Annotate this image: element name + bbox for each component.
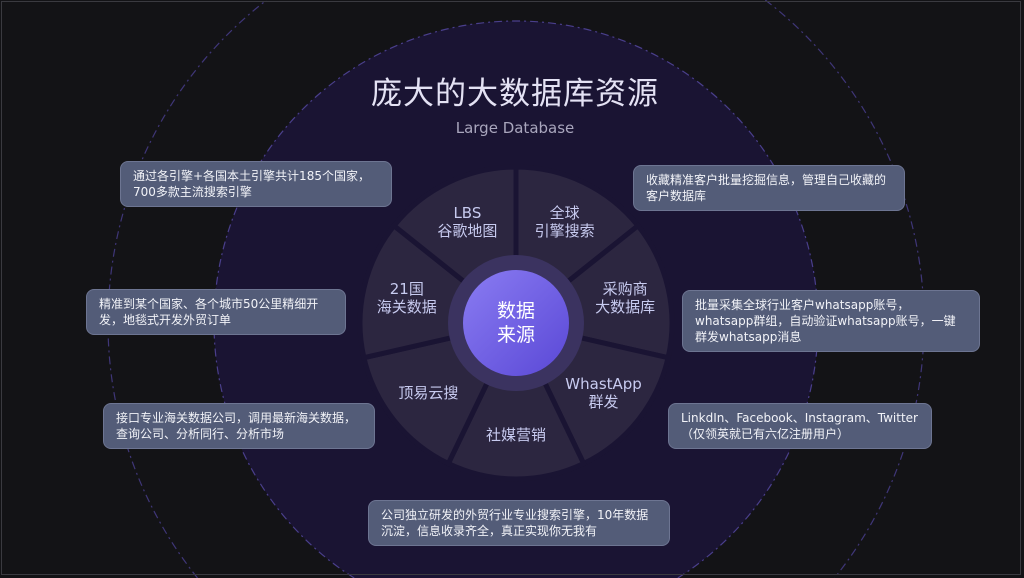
desc-global-search: 通过各引擎+各国本土引擎共计185个国家，700多款主流搜索引擎: [120, 161, 392, 207]
desc-whatsapp: 批量采集全球行业客户whatsapp账号，whatsapp群组，自动验证what…: [682, 290, 980, 352]
center-line2: 来源: [496, 324, 535, 346]
center-line1: 数据: [496, 300, 535, 322]
desc-social: LinkdIn、Facebook、Instagram、Twitter（仅领英就已…: [668, 403, 932, 449]
segment-label-line1: 顶易云搜: [398, 383, 459, 402]
segment-label-line2: 引擎搜索: [534, 222, 595, 241]
page-subtitle: Large Database: [455, 119, 575, 137]
segment-label: 全球引擎搜索: [515, 204, 615, 240]
segment-label-line1: 社媒营销: [485, 426, 546, 444]
desc-buyer-db: 收藏精准客户批量挖掘信息，管理自己收藏的客户数据库: [633, 165, 905, 211]
segment-label-line1: WhastApp: [565, 374, 642, 393]
segment-label: 顶易云搜: [378, 384, 478, 402]
segment-label-line1: 采购商: [602, 280, 648, 299]
segment-label-line2: 谷歌地图: [437, 222, 498, 241]
wheel-segment: [444, 317, 588, 482]
segment-label: 采购商大数据库: [575, 280, 675, 316]
dashed-ring-inner: [213, 20, 819, 578]
segment-label-line2: 大数据库: [595, 298, 656, 317]
center-label: 数据 来源: [476, 299, 556, 347]
desc-cloud-search: 公司独立研发的外贸行业专业搜索引擎，10年数据沉淀，信息收录齐全，真正实现你无我…: [368, 500, 670, 546]
dashed-ring-outer-right: [764, 0, 925, 578]
desc-lbs: 精准到某个国家、各个城市50公里精细开发，地毯式开发外贸订单: [86, 289, 346, 335]
segment-label-line1: 21国: [389, 280, 424, 299]
segment-label: 社媒营销: [466, 426, 566, 444]
segment-label-line2: 海关数据: [376, 298, 437, 317]
segment-label-line1: 全球: [549, 204, 580, 223]
segment-label-line2: 群发: [588, 392, 619, 411]
segment-label-line1: LBS: [453, 204, 482, 223]
core-circle: [463, 270, 569, 376]
page-title: 庞大的大数据库资源: [371, 76, 659, 112]
dashed-ring-outer-left: [107, 0, 268, 578]
segment-label: 21国海关数据: [357, 280, 457, 316]
desc-customs: 接口专业海关数据公司，调用最新海关数据，查询公司、分析同行、分析市场: [103, 403, 375, 449]
